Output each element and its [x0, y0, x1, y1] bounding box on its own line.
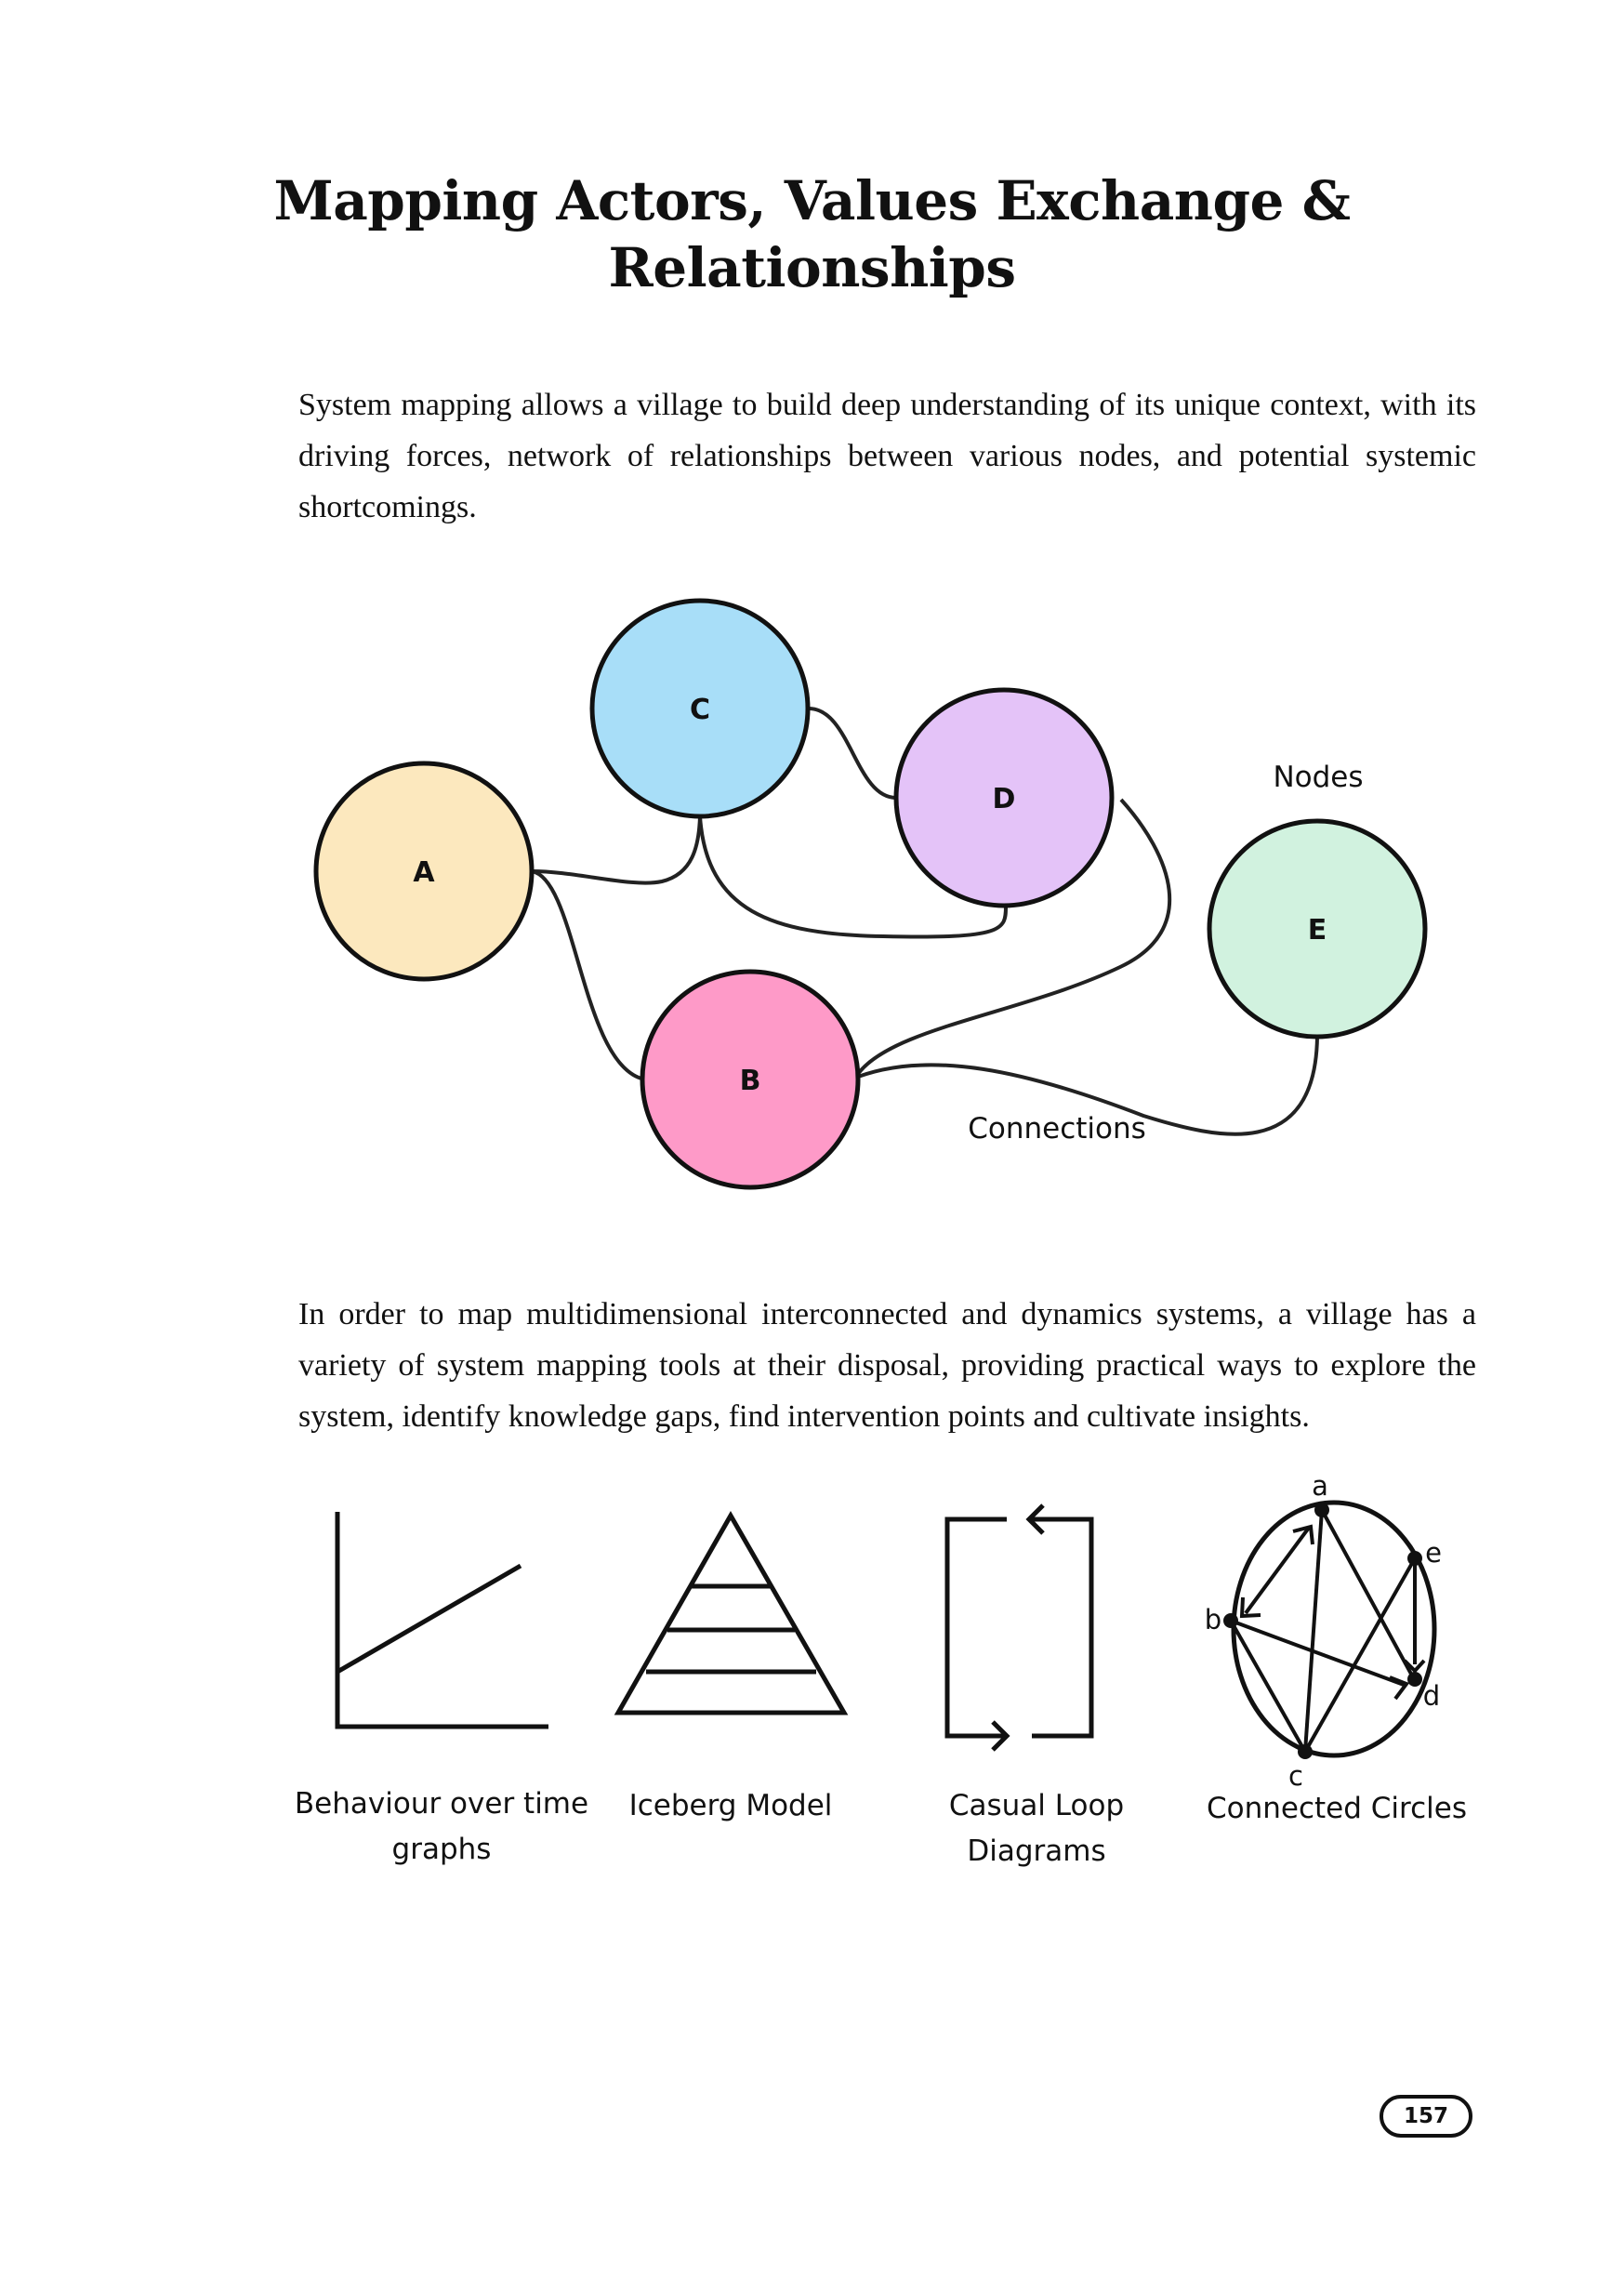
connections-caption: Connections [968, 1112, 1146, 1146]
node-b: B [640, 969, 861, 1190]
node-c-label: C [690, 694, 710, 726]
connected-circles-caption-line-1: Connected Circles [1207, 1792, 1467, 1825]
arrow-right-icon [991, 1720, 1010, 1752]
node-d-circle [893, 687, 1115, 908]
node-a-circle [313, 761, 535, 982]
node-e: E [1207, 818, 1428, 1040]
point-d-label: d [1423, 1680, 1440, 1712]
node-d-label: D [993, 783, 1016, 815]
causal-loop-caption-line-2: Diagrams [967, 1834, 1106, 1868]
point-e-label: e [1425, 1537, 1442, 1569]
circle-points [1223, 1503, 1422, 1759]
connections [531, 707, 1319, 1136]
edge-c-d-bottom [698, 815, 1008, 939]
page-title-line-2: Relationships [608, 236, 1016, 299]
nodes-caption: Nodes [1273, 761, 1363, 794]
behaviour-graph-icon [335, 1512, 548, 1729]
causal-loop-caption: Casual Loop Diagrams [878, 1783, 1195, 1874]
causal-loop-icon [944, 1503, 1094, 1752]
edge-b-e [857, 1036, 1319, 1136]
page-title: Mapping Actors, Values Exchange & Relati… [0, 167, 1624, 301]
network-diagram: C A D E B Nodes Connections [313, 598, 1428, 1190]
iceberg-model-caption-line-1: Iceberg Model [628, 1789, 833, 1822]
node-a: A [313, 761, 535, 982]
node-e-label: E [1308, 914, 1327, 947]
edge-a-b [531, 869, 642, 1080]
behaviour-graph-caption: Behaviour over time graphs [284, 1781, 600, 1873]
iceberg-model-caption: Iceberg Model [573, 1783, 889, 1829]
behaviour-graph-caption-line-1: Behaviour over time [294, 1787, 589, 1821]
edge-c-d-top [808, 707, 897, 800]
node-b-label: B [740, 1065, 761, 1097]
behaviour-graph-caption-line-2: graphs [391, 1833, 492, 1866]
causal-loop-caption-line-1: Casual Loop [948, 1789, 1125, 1822]
point-a-label: a [1312, 1470, 1328, 1502]
graph-axes [335, 1512, 548, 1729]
outer-circle [1231, 1500, 1437, 1758]
node-b-circle [640, 969, 861, 1190]
iceberg-triangle [614, 1510, 849, 1715]
point-b-label: b [1205, 1604, 1221, 1636]
page-number: 157 [1403, 2104, 1448, 2128]
connected-circles-icon: a b c d e [1205, 1470, 1442, 1792]
loop-right-bracket [1032, 1516, 1094, 1739]
page-number-badge: 157 [1380, 2095, 1472, 2138]
node-c-circle [589, 598, 811, 819]
iceberg-model-icon [614, 1510, 849, 1715]
intro-paragraph: System mapping allows a village to build… [298, 388, 1476, 524]
loop-left-bracket [944, 1516, 1007, 1739]
graph-trend-line [336, 1563, 522, 1675]
edge-d-b [856, 798, 1172, 1076]
page-title-line-1: Mapping Actors, Values Exchange & [273, 169, 1351, 232]
circle-connections [1229, 1509, 1426, 1753]
node-a-label: A [413, 856, 435, 889]
node-e-circle [1207, 818, 1428, 1040]
connected-circles-caption: Connected Circles [1179, 1786, 1495, 1832]
arrow-left-icon [1025, 1503, 1045, 1535]
node-c: C [589, 598, 811, 819]
tools-paragraph: In order to map multidimensional interco… [298, 1297, 1476, 1434]
edge-a-c [531, 815, 702, 885]
node-d: D [893, 687, 1115, 908]
